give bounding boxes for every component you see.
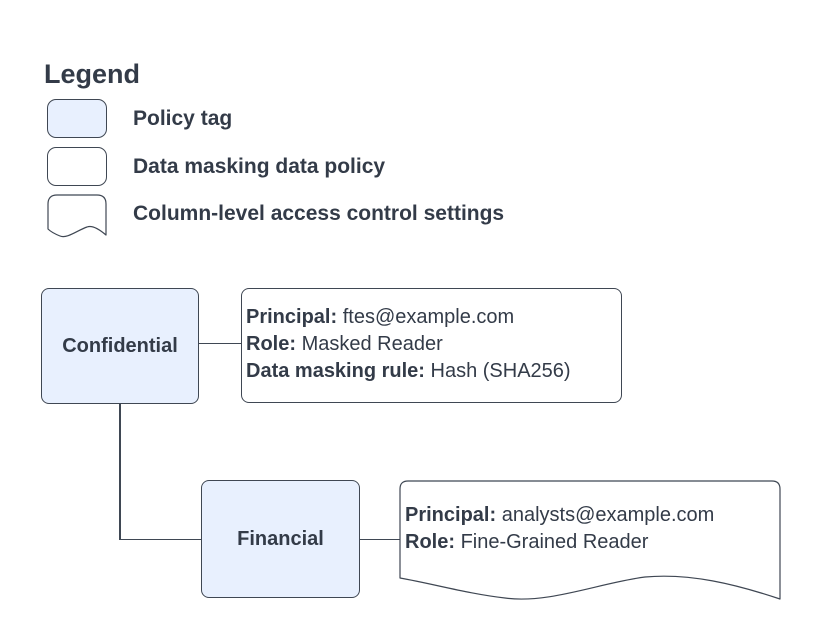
policy-line-role: Role: Fine-Grained Reader <box>405 529 714 556</box>
connector-confidential-to-financial-vertical <box>119 404 121 540</box>
policy-line-principal: Principal: ftes@example.com <box>246 304 617 331</box>
policy-line-label: Role: <box>405 531 455 553</box>
policy-line-principal: Principal: analysts@example.com <box>405 502 714 529</box>
access-settings-text: Principal: analysts@example.com Role: Fi… <box>405 502 714 556</box>
legend-item-label: Data masking data policy <box>133 154 386 178</box>
policy-line-label: Role: <box>246 333 296 355</box>
policy-line-role: Role: Masked Reader <box>246 331 617 358</box>
connector-confidential-to-financial-horizontal <box>119 539 203 541</box>
document-shape-swatch <box>47 194 107 238</box>
data-policy-confidential: Principal: ftes@example.com Role: Masked… <box>241 288 622 403</box>
policy-line-value: analysts@example.com <box>501 504 715 526</box>
policy-line-value: ftes@example.com <box>342 306 515 328</box>
policy-line-masking-rule: Data masking rule: Hash (SHA256) <box>246 358 617 385</box>
policy-line-value: Masked Reader <box>301 333 443 355</box>
document-shape <box>399 480 781 600</box>
legend-item-policy-tag: Policy tag <box>47 99 232 138</box>
data-policy-swatch <box>47 147 107 186</box>
policy-line-label: Data masking rule: <box>246 360 425 382</box>
legend-item-label: Column-level access control settings <box>133 201 505 225</box>
policy-tag-label: Financial <box>237 527 324 550</box>
policy-tag-label: Confidential <box>62 334 178 357</box>
access-control-settings-financial: Principal: analysts@example.com Role: Fi… <box>399 480 781 605</box>
connector-confidential-to-policy <box>198 343 242 345</box>
legend-title: Legend <box>44 59 141 89</box>
legend-item-column-access-settings: Column-level access control settings <box>47 194 505 238</box>
policy-line-label: Principal: <box>246 306 338 328</box>
policy-tag-confidential: Confidential <box>41 288 199 404</box>
policy-tag-financial: Financial <box>201 480 360 598</box>
legend-item-label: Policy tag <box>133 106 233 130</box>
policy-tag-swatch <box>47 99 107 138</box>
policy-line-value: Fine-Grained Reader <box>460 531 649 553</box>
policy-line-label: Principal: <box>405 504 497 526</box>
policy-line-value: Hash (SHA256) <box>430 360 571 382</box>
legend-item-data-masking-policy: Data masking data policy <box>47 147 385 186</box>
connector-financial-to-settings <box>359 539 400 541</box>
